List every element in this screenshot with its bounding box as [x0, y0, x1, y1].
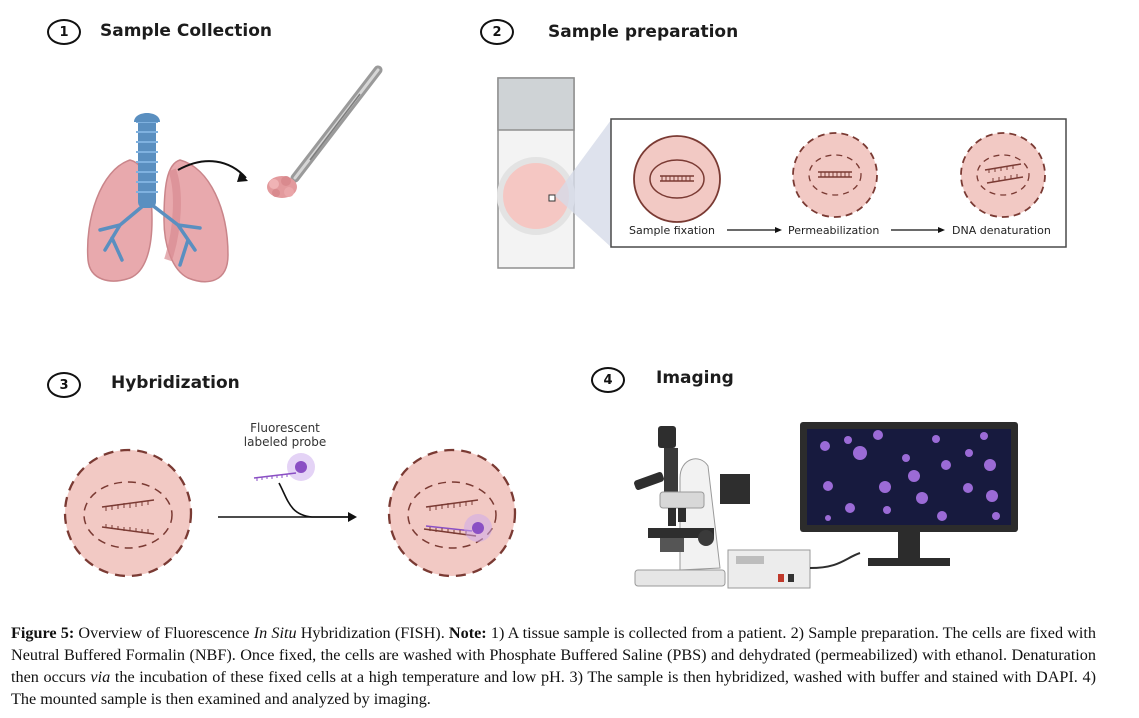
caption-italic-2: via — [90, 668, 111, 686]
probe-label: Fluorescent labeled probe — [215, 421, 355, 449]
caption-text-1: Overview of Fluorescence — [74, 624, 254, 642]
caption-text-3: 1) A tissue sample is collected from a p… — [11, 624, 1096, 686]
probe-label-line-2: labeled probe — [243, 435, 327, 449]
caption-italic-1: In Situ — [253, 624, 297, 642]
hybridized-cell-icon — [387, 448, 517, 578]
step-4-title: Imaging — [656, 368, 734, 388]
fluorescent-probe-icon — [253, 453, 315, 481]
step-3-badge: 3 — [47, 372, 81, 398]
step-1-title: Sample Collection — [100, 21, 273, 41]
sample-collection-illustration — [86, 65, 383, 283]
step-2-badge: 2 — [480, 19, 514, 45]
figure-caption: Figure 5: Overview of Fluorescence In Si… — [11, 622, 1096, 710]
step-3-title: Hybridization — [111, 373, 240, 393]
collection-arrow-icon — [177, 160, 247, 179]
caption-text-2: Hybridization (FISH). — [296, 624, 449, 642]
denatured-cell-icon — [960, 132, 1046, 218]
lungs-icon — [86, 113, 229, 283]
step-label-denaturation: DNA denaturation — [952, 224, 1051, 237]
step-label-permeabilization: Permeabilization — [788, 224, 880, 237]
denatured-cell-before-icon — [63, 448, 193, 578]
sample-preparation-illustration — [497, 77, 1067, 269]
step-4-badge: 4 — [591, 367, 625, 393]
microscope-slide-icon — [497, 77, 575, 269]
microscope-icon — [634, 426, 750, 587]
hybridization-illustration — [63, 448, 517, 578]
permeabilized-cell-icon — [792, 132, 878, 218]
light-source-controller-icon — [727, 549, 861, 589]
step-1-badge: 1 — [47, 19, 81, 45]
imaging-illustration — [634, 422, 1018, 589]
zoom-wedge — [555, 120, 611, 247]
step-2-title: Sample preparation — [548, 22, 739, 42]
probe-label-line-1: Fluorescent — [250, 421, 320, 435]
note-label: Note: — [448, 624, 487, 642]
fixed-cell-icon — [633, 135, 721, 223]
figure-label: Figure 5: — [11, 624, 75, 642]
monitor-icon — [800, 422, 1018, 566]
caption-text-4: the incubation of these fixed cells at a… — [11, 668, 1096, 708]
step-label-fixation: Sample fixation — [629, 224, 715, 237]
forceps-icon — [290, 65, 383, 183]
tissue-sample-icon — [267, 176, 297, 198]
hybridization-arrow-icon — [278, 482, 350, 518]
figure-canvas: 1 Sample Collection — [47, 19, 1067, 589]
